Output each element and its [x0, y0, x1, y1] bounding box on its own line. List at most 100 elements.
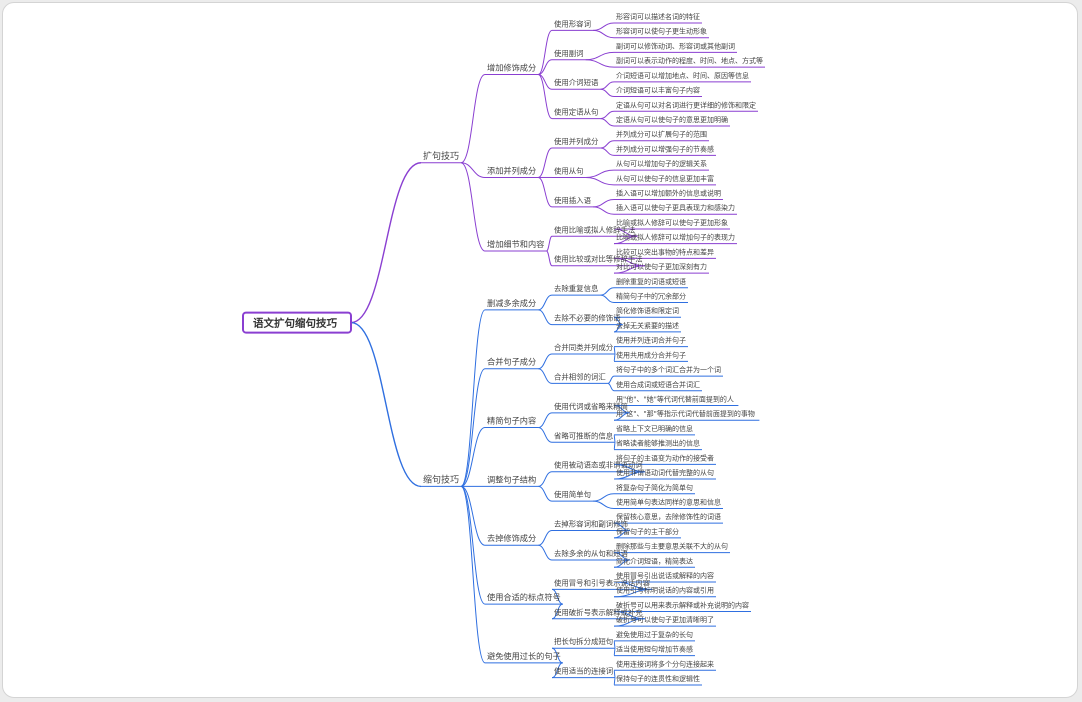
- connector-line: [537, 29, 553, 75]
- connector-line: [460, 485, 486, 546]
- mindmap-node-level-4: 定语从句可以对名词进行更详细的修饰和限定: [616, 100, 756, 109]
- mindmap-node-level-3: 使用副词: [554, 49, 584, 58]
- mindmap-node-level-4: 将句子的主语变为动作的接受者: [616, 453, 714, 462]
- mindmap-node-level-4: 形容词可以使句子更生动形象: [616, 27, 707, 36]
- connector-line: [592, 500, 615, 509]
- connector-line: [592, 199, 615, 208]
- connector-line: [551, 588, 563, 605]
- mindmap-diagram: 语文扩句缩句技巧扩句技巧增加修饰成分使用形容词形容词可以描述名词的特征形容词可以…: [242, 12, 765, 686]
- connector-line: [538, 353, 553, 370]
- mindmap-node-level-4: 破折号可以使句子更加清晰明了: [616, 615, 714, 624]
- connector-line: [460, 162, 486, 252]
- mindmap-node-level-3: 使用简单句: [554, 490, 591, 499]
- connector-line: [600, 140, 615, 149]
- connector-line: [460, 485, 486, 605]
- connector-line: [600, 81, 615, 90]
- mindmap-node-level-2: 避免使用过长的句子: [487, 651, 561, 661]
- connector-line: [460, 73, 486, 164]
- connector-line: [592, 493, 615, 502]
- connector-line: [537, 73, 553, 120]
- connector-line: [613, 471, 645, 480]
- mindmap-node-level-4: 用"他"、"她"等代词代替前面提到的人: [616, 394, 734, 403]
- mindmap-node-level-2: 添加并列成分: [487, 165, 536, 175]
- connector-line: [600, 118, 615, 127]
- mindmap-node-level-4: 将复杂句子简化为简单句: [616, 483, 693, 492]
- mindmap-node-level-4: 插入语可以使句子更具表现力和感染力: [616, 203, 735, 212]
- mindmap-node-level-3: 使用插入语: [554, 196, 592, 205]
- connector-line: [600, 110, 615, 120]
- mindmap-node-level-4: 形容词可以描述名词的特征: [616, 12, 700, 21]
- connector-line: [592, 22, 615, 31]
- mindmap-node-level-4: 副词可以表示动作的程度、时间、地点、方式等: [616, 56, 763, 65]
- connector-line: [538, 485, 553, 502]
- mindmap-node-level-4: 从句可以使句子的信息更加丰富: [616, 174, 714, 183]
- mindmap-node-level-3: 使用比喻或拟人修辞手法: [554, 225, 635, 234]
- mindmap-node-level-4: 用"这"、"那"等指示代词代替前面提到的事物: [616, 409, 755, 418]
- mindmap-nodes: 语文扩句缩句技巧扩句技巧增加修饰成分使用形容词形容词可以描述名词的特征形容词可以…: [242, 12, 763, 683]
- mindmap-node-level-4: 使用连接词将多个分句连接起来: [616, 659, 714, 668]
- mindmap-node-level-3: 使用冒号和引号表示说话内容: [554, 578, 651, 587]
- mindmap-node-level-4: 保持句子的连贯性和逻辑性: [616, 674, 700, 683]
- connector-line: [538, 544, 553, 561]
- mindmap-node-level-3: 省略可推断的信息: [554, 431, 613, 440]
- mindmap-node-level-4: 简化修饰语和限定词: [616, 306, 679, 315]
- connector-line: [613, 677, 616, 686]
- connector-line: [613, 324, 623, 333]
- mindmap-node-level-3: 去掉形容词和副词修饰: [554, 520, 628, 529]
- connector-line: [551, 647, 563, 664]
- mindmap-node-level-3: 使用代词或省略来精简: [554, 402, 628, 411]
- mindmap-node-level-3: 去除重复信息: [554, 284, 598, 293]
- mindmap-node-level-3: 使用介词短语: [554, 78, 599, 87]
- connector-line: [460, 368, 486, 487]
- mindmap-node-level-4: 使用冒号引出说话或解释的内容: [616, 571, 714, 580]
- mindmap-node-level-2: 合并句子成分: [487, 357, 536, 367]
- connector-line: [538, 427, 553, 443]
- mindmap-node-level-4: 破折号可以用来表示解释或补充说明的内容: [616, 600, 749, 609]
- connector-line: [350, 321, 422, 488]
- connector-line: [538, 59, 553, 75]
- mindmap-node-level-4: 去掉无关紧要的描述: [616, 321, 679, 330]
- mindmap-node-level-2: 增加细节和内容: [487, 239, 544, 249]
- mindmap-node-level-4: 定语从句可以使句子的意思更加明确: [616, 115, 728, 124]
- connector-line: [537, 176, 553, 208]
- root-node: 语文扩句缩句技巧: [253, 317, 337, 330]
- connector-line: [538, 294, 553, 311]
- mindmap-node-level-4: 省略读者能够推测出的信息: [616, 439, 700, 448]
- connector-line: [613, 412, 631, 421]
- mindmap-node-level-2: 精简句子内容: [487, 416, 536, 426]
- connector-line: [460, 427, 486, 487]
- mindmap-node-level-4: 将句子中的多个词汇合并为一个词: [616, 365, 721, 374]
- mindmap-node-level-3: 使用破折号表示解释或补充: [554, 608, 643, 617]
- connector-line: [538, 471, 553, 487]
- connector-line: [613, 559, 631, 568]
- mindmap-node-level-2: 删减多余成分: [487, 298, 536, 308]
- mindmap-node-level-1: 扩句技巧: [423, 150, 459, 162]
- mindmap-node-level-3: 使用定语从句: [554, 108, 598, 117]
- mindmap-node-level-4: 精简句子中的冗余部分: [616, 292, 686, 301]
- connector-line: [538, 530, 553, 546]
- connector-line: [585, 176, 615, 186]
- mindmap-node-level-3: 使用适当的连接词: [554, 667, 613, 676]
- mindmap-node-level-4: 比喻或拟人修辞可以使句子更加形象: [616, 218, 728, 227]
- connector-line: [350, 162, 422, 324]
- mindmap-node-level-4: 并列成分可以增强句子的节奏感: [616, 144, 714, 153]
- mindmap-node-level-3: 合并相邻的词汇: [554, 372, 606, 381]
- connector-line: [537, 147, 553, 178]
- connector-line: [600, 88, 615, 98]
- mindmap-node-level-4: 使用简单句表达同样的意思和信息: [616, 497, 721, 506]
- connector-line: [607, 382, 615, 392]
- connector-line: [546, 235, 553, 252]
- connector-line: [613, 265, 645, 274]
- connector-line: [538, 309, 553, 326]
- mindmap-node-level-3: 使用形容词: [554, 19, 591, 28]
- mindmap-node-level-3: 把长句拆分成短句: [554, 637, 613, 646]
- connector-line: [551, 603, 563, 620]
- mindmap-node-level-4: 介词短语可以丰富句子内容: [616, 86, 700, 95]
- mindmap-node-level-4: 插入语可以增加额外的信息或说明: [616, 189, 721, 198]
- mindmap-node-level-4: 简化介词短语，精简表达: [616, 556, 693, 565]
- mindmap-node-level-1: 缩句技巧: [423, 473, 459, 485]
- connector-line: [613, 647, 616, 657]
- connector-line: [600, 147, 615, 156]
- connector-line: [460, 309, 486, 487]
